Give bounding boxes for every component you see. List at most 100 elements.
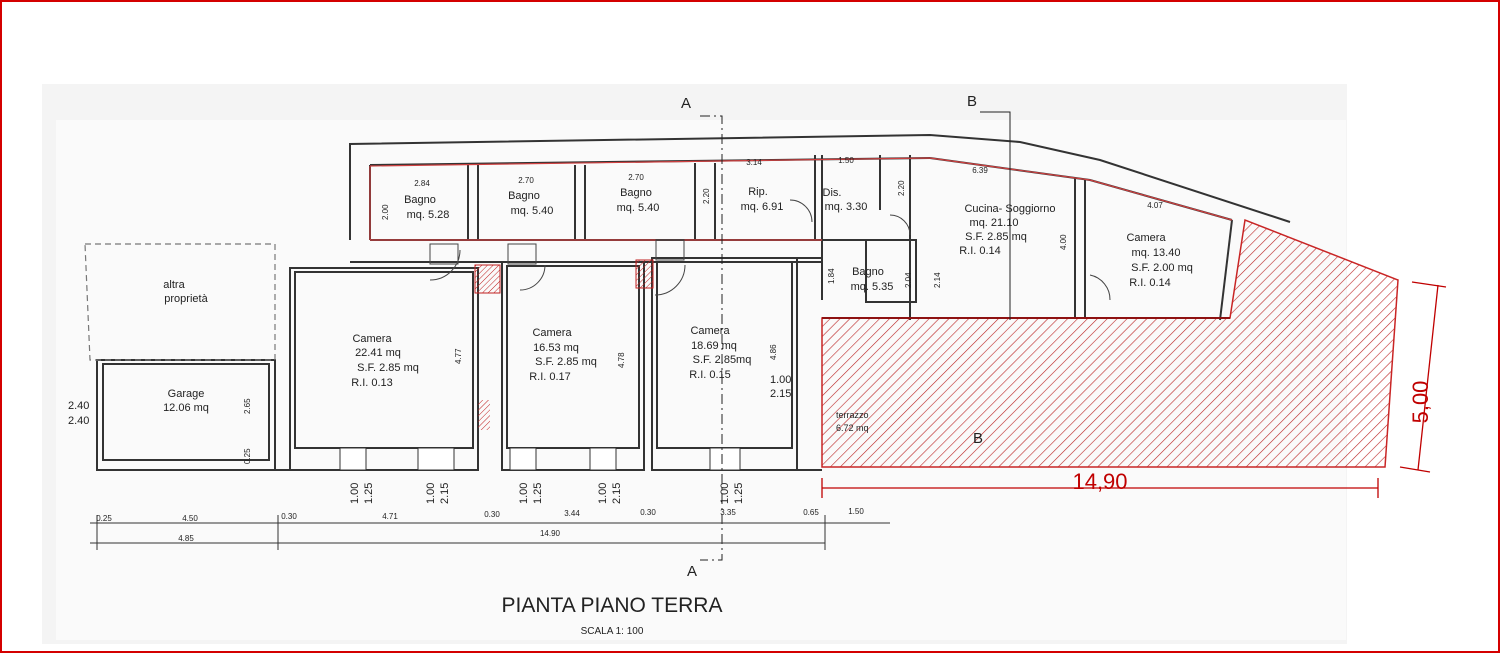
- dim-label: 2.00: [381, 204, 390, 220]
- section-lines: [700, 111, 1011, 561]
- dim-label: 0.25: [96, 514, 112, 523]
- room-sf-camera-east: S.F. 2.00 mq: [1131, 262, 1193, 274]
- dim-label: 0.30: [640, 508, 656, 517]
- dim-label: 0.65: [803, 508, 819, 517]
- section-marker-b-top: B: [967, 93, 977, 110]
- dim-label: 14.90: [540, 529, 561, 538]
- window-dim: 1.25: [733, 483, 745, 504]
- dimension-chains: [90, 515, 890, 550]
- dim-label: 4.50: [182, 514, 198, 523]
- window-dim: 1.00: [425, 483, 437, 504]
- section-marker-a-bottom: A: [687, 563, 697, 580]
- dim-label: 2.65: [243, 398, 252, 414]
- window-dim: 1.00: [597, 483, 609, 504]
- room-sf-camera-1: S.F. 2.85 mq: [357, 362, 419, 374]
- window-dim: 2.15: [611, 483, 623, 504]
- room-name-bagno-3: Bagno: [620, 187, 652, 199]
- dim-label: 3.14: [746, 158, 762, 167]
- room-name-camera-2: Camera: [532, 327, 572, 339]
- garage-side-dim: 2.40: [68, 400, 89, 412]
- room-ri-camera-3: R.I. 0.15: [689, 369, 731, 381]
- section-marker-a-top: A: [681, 95, 691, 112]
- dim-label: 1.50: [838, 156, 854, 165]
- window-dim: 1.00: [518, 483, 530, 504]
- room-name-camera-east: Camera: [1126, 232, 1166, 244]
- overlay-width-label: 14,90: [1072, 469, 1127, 494]
- window-dim: 2.15: [439, 483, 451, 504]
- room-area-bagno-1: mq. 5.28: [407, 209, 450, 221]
- room-sf-camera-3: S.F. 2.85mq: [693, 354, 752, 366]
- room-area-bagno-4: mq. 5.35: [851, 281, 894, 293]
- dim-label: 2.84: [414, 179, 430, 188]
- room-area-rip: mq. 6.91: [741, 201, 784, 213]
- window-dim: 1.25: [363, 483, 375, 504]
- room-name-dis: Dis.: [823, 187, 842, 199]
- door-dim: 2.15: [770, 388, 791, 400]
- room-name-cucina: Cucina- Soggiorno: [964, 203, 1055, 215]
- dim-label: 2.14: [933, 272, 942, 288]
- window-dim: 1.00: [349, 483, 361, 504]
- dim-label: 0.30: [484, 510, 500, 519]
- dim-label: 4.86: [769, 344, 778, 360]
- altra-proprieta-boundary: [84, 243, 276, 361]
- room-area-dis: mq. 3.30: [825, 201, 868, 213]
- room-ri-cucina: R.I. 0.14: [959, 245, 1001, 257]
- dim-label: 0.30: [281, 512, 297, 521]
- garage-side-dim: 2.40: [68, 415, 89, 427]
- dim-label: 4.07: [1147, 201, 1163, 210]
- dim-label: 3.44: [564, 509, 580, 518]
- dim-label: 2.70: [518, 176, 534, 185]
- room-sf-cucina: S.F. 2.85 mq: [965, 231, 1027, 243]
- terrace-hatched-overlay: [821, 218, 1399, 468]
- room-name-bagno-1: Bagno: [404, 194, 436, 206]
- room-area-terrace: 6.72 mq: [836, 423, 869, 433]
- door-swings: [429, 199, 1111, 301]
- room-area-camera-2: 16.53 mq: [533, 342, 579, 354]
- room-area-camera-3: 18.69 mq: [691, 340, 737, 352]
- dim-label: 2.20: [702, 188, 711, 204]
- dim-label: 4.71: [382, 512, 398, 521]
- red-dimension-lines: [821, 281, 1447, 498]
- section-marker-b-bottom: B: [973, 430, 983, 447]
- hatched-block: [474, 264, 501, 294]
- room-name-camera-3: Camera: [690, 325, 730, 337]
- hatched-block: [635, 259, 654, 289]
- room-area-camera-1: 22.41 mq: [355, 347, 401, 359]
- room-area-garage: 12.06 mq: [163, 402, 209, 414]
- hatched-block: [478, 400, 490, 430]
- room-area-bagno-3: mq. 5.40: [617, 202, 660, 214]
- room-area-camera-east: mq. 13.40: [1132, 247, 1181, 259]
- room-area-bagno-2: mq. 5.40: [511, 205, 554, 217]
- drawing-scale: SCALA 1: 100: [581, 626, 644, 637]
- dim-label: 2.70: [628, 173, 644, 182]
- room-ri-camera-east: R.I. 0.14: [1129, 277, 1171, 289]
- dim-label: 6.39: [972, 166, 988, 175]
- room-name-bagno-2: Bagno: [508, 190, 540, 202]
- altra-proprieta-label-1: altra: [163, 279, 185, 291]
- windows: [339, 447, 741, 471]
- door-dim: 1.00: [770, 374, 791, 386]
- altra-proprieta-label-2: proprietà: [164, 293, 208, 305]
- room-name-camera-1: Camera: [352, 333, 392, 345]
- dim-label: 3.35: [720, 508, 736, 517]
- drawing-title: PIANTA PIANO TERRA: [502, 594, 723, 617]
- dim-label: 0.25: [243, 448, 252, 464]
- dim-label: 4.77: [454, 348, 463, 364]
- dim-label: 2.04: [904, 272, 913, 288]
- dim-label: 2.20: [897, 180, 906, 196]
- window-dim: 1.00: [719, 483, 731, 504]
- room-name-rip: Rip.: [748, 186, 768, 198]
- room-ri-camera-2: R.I. 0.17: [529, 371, 571, 383]
- overlay-height-label: 5,00: [1408, 381, 1433, 424]
- dim-label: 1.50: [848, 507, 864, 516]
- room-name-terrace: terrazzo: [836, 410, 869, 420]
- dim-label: 4.85: [178, 534, 194, 543]
- room-sf-camera-2: S.F. 2.85 mq: [535, 356, 597, 368]
- room-area-cucina: mq. 21.10: [970, 217, 1019, 229]
- room-name-bagno-4: Bagno: [852, 266, 884, 278]
- room-name-garage: Garage: [168, 388, 205, 400]
- dim-label: 1.84: [827, 268, 836, 284]
- window-dim: 1.25: [532, 483, 544, 504]
